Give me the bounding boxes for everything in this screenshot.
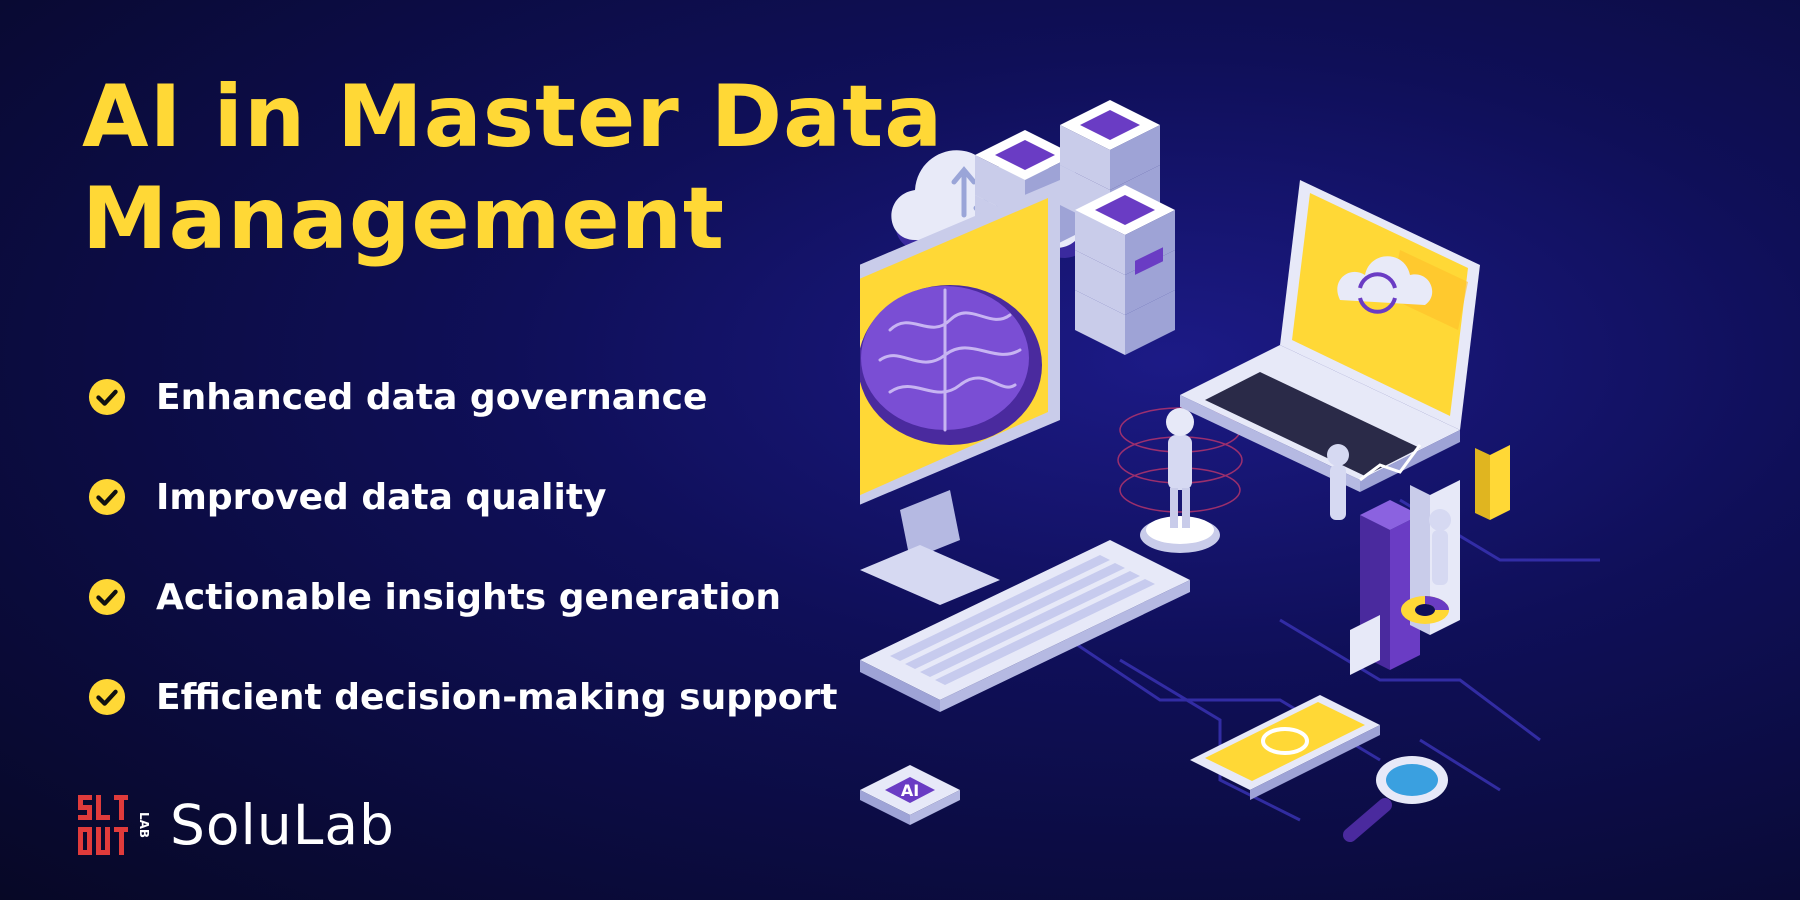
robot-hologram-icon (1117, 407, 1243, 553)
feature-item: Actionable insights generation (88, 547, 837, 647)
check-circle-icon (88, 378, 126, 416)
check-circle-icon (88, 478, 126, 516)
donut-chart-icon (1401, 596, 1449, 624)
feature-list: Enhanced data governance Improved data q… (88, 347, 837, 747)
ai-chip-icon: AI (860, 765, 960, 825)
laptop-icon (1180, 180, 1480, 492)
title-line-1: AI in Master Data (82, 67, 944, 167)
feature-label: Enhanced data governance (156, 376, 708, 418)
chip-label: AI (901, 781, 919, 800)
feature-label: Improved data quality (156, 476, 607, 518)
check-circle-icon (88, 578, 126, 616)
feature-item: Efficient decision-making support (88, 647, 837, 747)
brand-logo: LAB SoluLab (78, 793, 395, 857)
title-line-2: Management (82, 169, 726, 269)
check-circle-icon (88, 678, 126, 716)
feature-label: Efficient decision-making support (156, 676, 838, 718)
ai-data-management-illustration: AI (860, 100, 1600, 842)
feature-item: Enhanced data governance (88, 347, 837, 447)
smartphone-icon (1190, 695, 1380, 800)
solulab-logo-icon: LAB (78, 795, 151, 855)
bar-chart-icon (1327, 444, 1510, 675)
brand-name: SoluLab (170, 793, 395, 857)
keyboard-icon (860, 540, 1190, 712)
feature-item: Improved data quality (88, 447, 837, 547)
monitor-brain-icon (860, 180, 1060, 605)
brand-mark-text: LAB (137, 812, 151, 838)
page-title: AI in Master Data Management (82, 66, 942, 270)
feature-label: Actionable insights generation (156, 576, 781, 618)
magnifier-icon (1343, 756, 1448, 842)
